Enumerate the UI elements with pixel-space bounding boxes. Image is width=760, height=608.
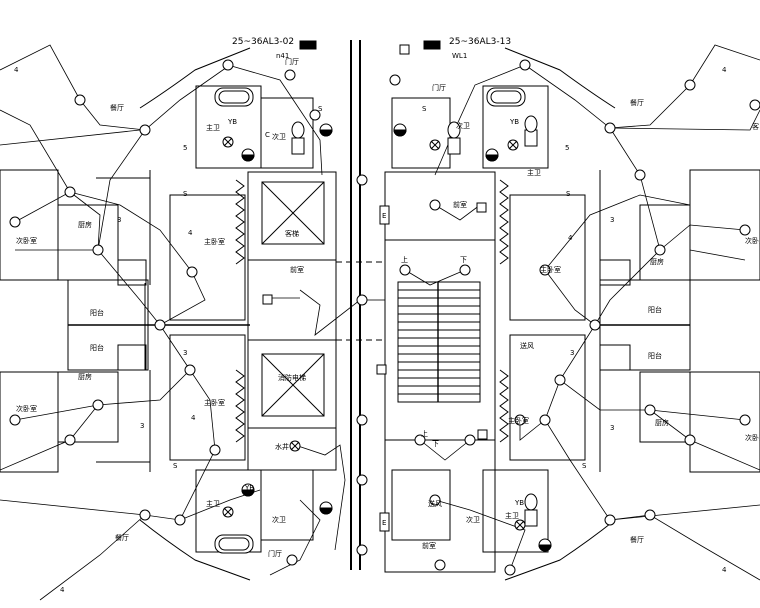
room-label: 水井: [275, 442, 289, 451]
room-label: 次卫: [272, 515, 286, 524]
circuit-number: 3: [140, 422, 144, 430]
circuit-number: 4: [722, 66, 727, 74]
mark-label: YB: [244, 484, 254, 492]
room-label: 次卧室: [16, 236, 37, 245]
stair-direction: 下: [432, 440, 439, 448]
room-label: 主卧室: [540, 265, 561, 274]
room-label: 餐厅: [630, 98, 644, 107]
mark-label: S: [566, 190, 571, 198]
wall-socket-icon: [241, 123, 552, 552]
right-unit-walls: [384, 47, 760, 581]
ceiling-light-icon: [9, 59, 760, 576]
circuit-number: 3: [610, 216, 614, 224]
mark-label: YB: [509, 118, 519, 126]
room-label: 主卫: [527, 168, 541, 177]
room-label: 主卧室: [204, 398, 225, 407]
room-label: 厨房: [655, 418, 669, 427]
mark-label: S: [173, 462, 178, 470]
room-label: 次卧室: [745, 236, 760, 245]
circuit-number: 3: [570, 349, 574, 357]
mark-label: S: [318, 105, 323, 113]
left-unit-walls: [0, 47, 337, 581]
room-label: 次卧室: [745, 433, 760, 442]
mark-label: S: [422, 105, 427, 113]
circuit-number: 5: [565, 144, 569, 152]
room-label: 阳台: [648, 351, 662, 360]
circuit-number: 4: [191, 414, 196, 422]
left-panel-tag: 25~36AL3-02: [232, 37, 294, 47]
mark-label: YB: [227, 118, 237, 126]
switch-icon: [262, 40, 488, 532]
stair-direction: 上: [401, 255, 408, 264]
left-room-labels: 餐厅 餐厅 次卧室 次卧室 厨房 厨房 阳台 阳台 主卧室 主卧室 主卫 主卫 …: [16, 57, 306, 558]
right-panel-tag: 25~36AL3-13: [449, 37, 511, 47]
room-label: 餐厅: [630, 535, 644, 544]
room-label: 主卧室: [204, 237, 225, 246]
right-panel-sub: WL1: [452, 52, 467, 60]
circuit-number: 3: [117, 216, 121, 224]
circuit-marks: YB YB YB YB S S S S S S E E C 4 3 4 3 3 …: [14, 66, 727, 594]
circuit-number: 4: [14, 66, 19, 74]
room-label: 次卫: [456, 121, 470, 130]
room-label: 门厅: [432, 83, 446, 92]
room-label: 厨房: [78, 220, 92, 229]
room-label: 次卫: [272, 132, 286, 141]
mark-label: E: [382, 519, 386, 527]
mark-label: S: [183, 190, 188, 198]
circuit-number: 5: [183, 144, 187, 152]
circuit-number: 3: [183, 349, 187, 357]
room-label: 主卫: [505, 511, 519, 520]
circuit-number: 4: [722, 566, 727, 574]
room-label: 阳台: [90, 343, 104, 352]
room-label: 前室: [422, 541, 436, 550]
toilet-icon: [447, 121, 461, 155]
toilet-icon: [291, 121, 305, 155]
mark-label: E: [382, 212, 386, 220]
room-label: 消防电梯: [278, 373, 306, 382]
room-label: 阳台: [90, 308, 104, 317]
stair-direction: 下: [460, 256, 467, 264]
room-label: 主卫: [206, 123, 220, 132]
room-label: 前室: [453, 200, 467, 209]
bathtub-icon: [486, 87, 526, 107]
room-label: 主卫: [206, 499, 220, 508]
room-label: 客梯: [285, 229, 299, 238]
exhaust-fan-icon: [222, 136, 526, 531]
room-label: 前室: [290, 265, 304, 274]
bathtub-icon: [214, 87, 254, 107]
room-label: 门厅: [285, 57, 299, 66]
room-label: 厨房: [650, 257, 664, 266]
circuit-number: 3: [610, 424, 614, 432]
mark-label: C: [265, 131, 270, 139]
mark-label: S: [582, 462, 587, 470]
room-label: 餐厅: [110, 103, 124, 112]
panel-tags: 25~36AL3-02 25~36AL3-13 n41 WL1: [232, 37, 511, 60]
bathtub-icon: [214, 534, 254, 554]
room-label: 送风: [428, 499, 442, 508]
room-label: 次卫: [466, 515, 480, 524]
room-label: 客: [752, 122, 759, 131]
room-label: 送风: [520, 341, 534, 350]
room-label: 次卧室: [16, 404, 37, 413]
circuit-number: 4: [60, 586, 65, 594]
room-label: 主卧室: [508, 416, 529, 425]
left-panel-sub: n41: [276, 52, 289, 60]
room-label: 厨房: [78, 372, 92, 381]
room-label: 阳台: [648, 305, 662, 314]
toilet-icon: [524, 493, 538, 527]
circuit-number: 4: [568, 234, 573, 242]
room-label: 餐厅: [115, 533, 129, 542]
right-room-labels: 餐厅 餐厅 次卧室 次卧室 厨房 厨房 阳台 阳台 主卧室 主卧室 主卫 主卫 …: [401, 83, 760, 550]
stair-direction: 上: [421, 429, 428, 438]
circuit-number: 4: [188, 229, 193, 237]
mark-label: YB: [514, 499, 524, 507]
room-label: 门厅: [268, 549, 282, 558]
toilet-icon: [524, 115, 538, 147]
